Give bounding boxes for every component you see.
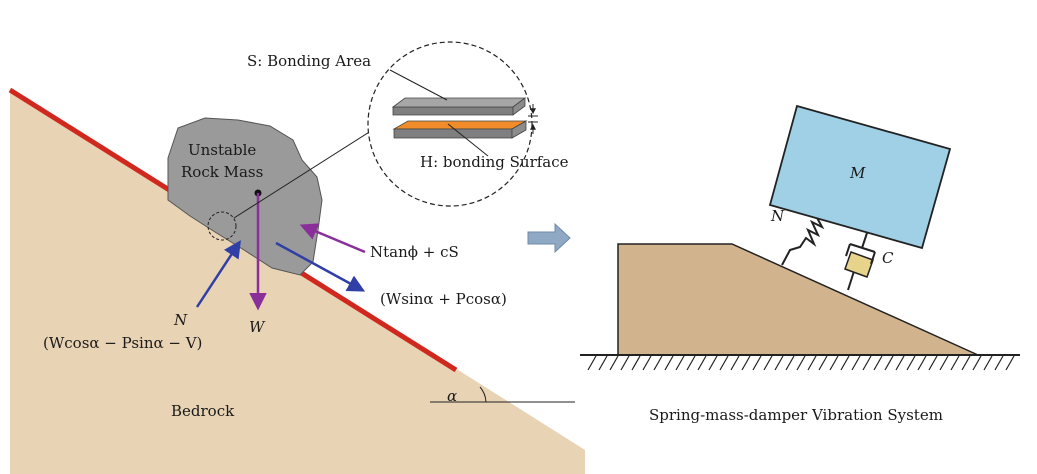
hatch-mark [587,355,597,371]
angle-arc [479,386,487,403]
bottom-plate-end [511,120,527,139]
bonding-surface-leader [447,123,489,157]
hatch-mark [928,355,938,371]
hatch-mark [785,355,795,371]
hatch-mark [917,355,927,371]
damper-body [844,251,874,278]
hatch-mark [620,355,630,371]
friction-label: Ntanϕ + cS [370,243,459,261]
hatch-mark [939,355,949,371]
hatch-mark [642,355,652,371]
hatch-mark [796,355,806,371]
hatch-mark [719,355,729,371]
hatch-mark [895,355,905,371]
hatch-mark [763,355,773,371]
hatch-mark [774,355,784,371]
downslope-force-label: (Wsinα + Pcosα) [380,290,507,308]
detail-leader-line [233,121,386,219]
bottom-plate-side [393,128,513,139]
weight-label: W [249,318,266,336]
hatch-mark [862,355,872,371]
hatch-mark [741,355,751,371]
friction-resistance-arrow [299,223,366,254]
hatch-mark [631,355,641,371]
hatch-mark [730,355,740,371]
hatch-mark [1005,355,1015,371]
mass-label: M [849,164,866,182]
hatch-mark [983,355,993,371]
hatch-mark [873,355,883,371]
normal-force-arrow [195,240,241,308]
normal-force-label: N [173,311,188,329]
hatch-mark [653,355,663,371]
unstable-rock-mass [167,117,323,276]
hatch-mark [708,355,718,371]
angle-label: α [447,387,457,405]
hatch-mark [950,355,960,371]
hatch-mark [686,355,696,371]
hatch-mark [609,355,619,371]
bonding-detail-marker [207,211,237,241]
rock-label-line2: Rock Mass [181,163,263,181]
damper-label: C [882,249,894,267]
normal-force-expression: (Wcosα − Psinα − V) [43,334,202,352]
bonding-area-leader [389,69,448,101]
bonding-surface-label: H: bonding Surface [420,153,569,171]
bedrock-region [10,88,585,474]
hatch-mark [752,355,762,371]
hatch-mark [818,355,828,371]
spring-label: N [770,207,785,225]
top-plate [391,97,527,108]
top-plate-end [512,97,526,116]
bonding-area-label: S: Bonding Area [247,52,371,70]
hatch-mark [840,355,850,371]
hatch-mark [807,355,817,371]
downslope-force-arrow [275,241,366,292]
bedrock-label: Bedrock [171,402,235,420]
hatch-mark [851,355,861,371]
hatch-mark [675,355,685,371]
hatch-mark [884,355,894,371]
transition-arrow [527,222,571,254]
system-caption: Spring-mass-damper Vibration System [649,406,943,424]
slope-block [617,243,979,356]
hatch-mark [906,355,916,371]
rock-label-line1: Unstable [188,141,256,159]
bonding-layer [392,120,528,130]
mass-box [768,104,952,250]
ground-hatching [587,355,1015,371]
hatch-mark [664,355,674,371]
hatch-mark [972,355,982,371]
top-plate-side [392,106,514,116]
hatch-mark [598,355,608,371]
hatch-mark [697,355,707,371]
hatch-mark [961,355,971,371]
hatch-mark [994,355,1004,371]
hatch-mark [829,355,839,371]
